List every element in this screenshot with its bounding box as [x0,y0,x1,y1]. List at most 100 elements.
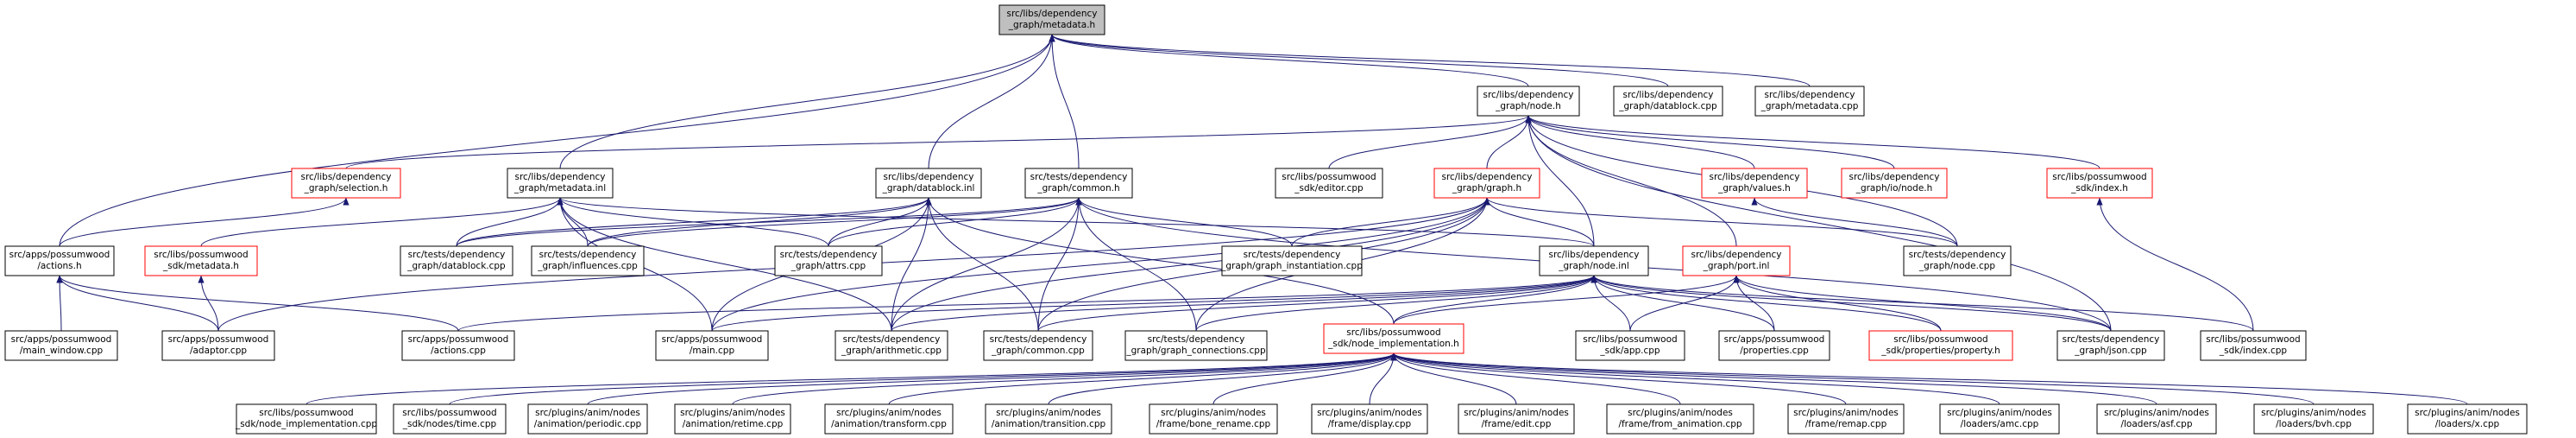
node-box [1682,245,1791,276]
node-box [393,403,507,435]
graph-node-node-h[interactable]: src/libs/dependency_graph/node.h [1477,86,1580,117]
graph-node-metadata-h[interactable]: src/libs/dependency_graph/metadata.h [998,4,1105,35]
graph-node-datablock-cpp-lib[interactable]: src/libs/dependency_graph/datablock.cpp [1613,86,1723,117]
node-label-line-2: /loaders/x.cpp [2435,419,2500,429]
edge-sdk_app_cpp-to-port_inl [1629,275,1740,332]
graph-node-loaders-x-cpp[interactable]: src/plugins/anim/nodes/loaders/x.cpp [2407,403,2528,435]
node-box [1539,245,1649,276]
graph-node-sdk-index-h[interactable]: src/libs/possumwood_sdk/index.h [2046,168,2153,199]
graph-node-tests-common-h[interactable]: src/tests/dependency_graph/common.h [1024,168,1133,199]
node-label-line-2: _graph/common.h [1036,183,1119,194]
node-label-line-1: src/tests/dependency [990,334,1087,345]
graph-node-loaders-amc-cpp[interactable]: src/plugins/anim/nodes/loaders/amc.cpp [1939,403,2060,435]
edge-t_influences_cpp-to-metadata_inl [557,197,589,247]
node-box [674,403,791,435]
nodes-layer: src/libs/dependency_graph/metadata.h src/… [4,4,2528,435]
graph-node-datablock-inl[interactable]: src/libs/dependency_graph/datablock.inl [875,168,982,199]
graph-node-t-graph-connections-cpp[interactable]: src/tests/dependency_graph/graph_connect… [1124,330,1268,361]
graph-node-frame-bone-rename-cpp[interactable]: src/plugins/anim/nodes/frame/bone_rename… [1149,403,1278,435]
graph-node-t-graph-instantiation-cpp[interactable]: src/tests/dependency_graph/graph_instant… [1220,245,1363,276]
edge-loaders_asf_cpp-to-node_implementation_h [1390,352,2157,405]
node-label-line-2: /adaptor.cpp [190,346,247,356]
node-label-line-1: src/tests/dependency [1148,334,1245,345]
graph-node-t-attrs-cpp[interactable]: src/tests/dependency_graph/attrs.cpp [774,245,883,276]
graph-node-frame-from-animation-cpp[interactable]: src/plugins/anim/nodes/frame/from_animat… [1606,403,1754,435]
graph-node-main-cpp[interactable]: src/apps/possumwood/main.cpp [655,330,769,361]
edge-graph_h-to-node_h [1486,115,1532,169]
node-box [655,330,769,361]
graph-node-t-influences-cpp[interactable]: src/tests/dependency_graph/influences.cp… [531,245,645,276]
graph-node-properties-cpp[interactable]: src/apps/possumwood/properties.cpp [1718,330,1830,361]
node-label-line-2: /animation/transition.cpp [992,419,1106,429]
node-label-line-1: src/plugins/anim/nodes [1317,408,1422,418]
node-box [144,245,258,276]
node-label-line-1: src/libs/dependency [1441,172,1532,182]
edge-sdk_index_cpp-to-sdk_index_h [2096,197,2254,332]
edge-port_inl-to-node_h [1525,115,1737,247]
graph-node-metadata-inl[interactable]: src/libs/dependency_graph/metadata.inl [507,168,614,199]
graph-node-t-arithmetic-cpp[interactable]: src/tests/dependency_graph/arithmetic.cp… [835,330,948,361]
graph-node-graph-h[interactable]: src/libs/dependency_graph/graph.h [1433,168,1540,199]
graph-node-t-json-cpp[interactable]: src/tests/dependency_graph/json.cpp [2056,330,2165,361]
edge-metadata_cpp_lib-to-metadata_h [1049,34,1811,87]
graph-node-selection-h[interactable]: src/libs/dependency_graph/selection.h [291,168,401,199]
graph-node-frame-display-cpp[interactable]: src/plugins/anim/nodes/frame/display.cpp [1311,403,1428,435]
node-label-line-2: _sdk/properties/property.h [1880,346,2000,356]
graph-node-anim-transition-cpp[interactable]: src/plugins/anim/nodes/animation/transit… [985,403,1112,435]
edge-t_json_cpp-to-port_inl [1733,275,2112,332]
edge-t_arithmetic_cpp-to-datablock_inl [891,197,932,332]
graph-node-t-node-cpp[interactable]: src/tests/dependency_graph/node.cpp [1903,245,2012,276]
graph-node-anim-transform-cpp[interactable]: src/plugins/anim/nodes/animation/transfo… [824,403,954,435]
node-box [1221,245,1363,276]
graph-node-sdk-app-cpp[interactable]: src/libs/possumwood_sdk/app.cpp [1575,330,1685,361]
graph-node-port-inl[interactable]: src/libs/dependency_graph/port.inl [1682,245,1791,276]
graph-node-main-window-cpp[interactable]: src/apps/possumwood/main_window.cpp [4,330,118,361]
node-label-line-2: /animation/transform.cpp [831,419,947,429]
node-label-line-1: src/libs/dependency [1849,172,1939,182]
graph-node-frame-remap-cpp[interactable]: src/plugins/anim/nodes/frame/remap.cpp [1787,403,1905,435]
node-label-line-2: /loaders/amc.cpp [1961,419,2039,429]
graph-node-adaptor-cpp[interactable]: src/apps/possumwood/adaptor.cpp [161,330,275,361]
graph-node-sdk-index-cpp[interactable]: src/libs/possumwood_sdk/index.cpp [2200,330,2307,361]
graph-node-t-common-cpp[interactable]: src/tests/dependency_graph/common.cpp [983,330,1093,361]
graph-node-io-node-h[interactable]: src/libs/dependency_graph/io/node.h [1841,168,1948,199]
graph-node-node-implementation-cpp[interactable]: src/libs/possumwood_sdk/node_implementat… [235,403,377,435]
node-label-line-1: src/tests/dependency [843,334,941,345]
graph-node-actions-h[interactable]: src/apps/possumwood/actions.h [4,245,115,276]
node-label-line-2: /frame/display.cpp [1328,419,1412,429]
edge-node_inl-to-graph_h [1483,197,1595,247]
node-box [1606,403,1754,435]
graph-node-node-inl[interactable]: src/libs/dependency_graph/node.inl [1539,245,1649,276]
edge-t_datablock_cpp-to-tests_common_h [456,197,1082,247]
node-label-line-2: _graph/node.h [1495,101,1561,111]
graph-node-metadata-cpp-lib[interactable]: src/libs/dependency_graph/metadata.cpp [1754,86,1865,117]
node-box [161,330,275,361]
edge-sdk_index_h-to-node_h [1525,115,2100,169]
graph-node-values-h[interactable]: src/libs/dependency_graph/values.h [1701,168,1808,199]
node-label-line-2: _graph/datablock.cpp [1618,101,1717,111]
node-label-line-1: src/libs/possumwood [402,408,496,418]
node-label-line-2: /animation/retime.cpp [683,419,784,429]
edge-t_common_cpp-to-node_inl [1037,275,1597,332]
graph-node-frame-edit-cpp[interactable]: src/plugins/anim/nodes/frame/edit.cpp [1458,403,1575,435]
graph-node-property-h[interactable]: src/libs/possumwood_sdk/properties/prope… [1868,330,2013,361]
node-label-line-1: src/plugins/anim/nodes [1947,408,2052,418]
graph-node-t-datablock-cpp[interactable]: src/tests/dependency_graph/datablock.cpp [400,245,513,276]
node-label-line-1: src/tests/dependency [780,250,878,260]
graph-node-nodes-time-cpp[interactable]: src/libs/possumwood_sdk/nodes/time.cpp [393,403,507,435]
node-label-line-2: _sdk/node_implementation.h [1327,339,1459,349]
graph-node-actions-cpp[interactable]: src/apps/possumwood/actions.cpp [401,330,515,361]
graph-node-sdk-metadata-h[interactable]: src/libs/possumwood_sdk/metadata.h [144,245,258,276]
graph-node-editor-cpp[interactable]: src/libs/possumwood_sdk/editor.cpp [1275,168,1383,199]
edge-anim_transform_cpp-to-node_implementation_h [888,352,1397,405]
graph-node-node-implementation-h[interactable]: src/libs/possumwood_sdk/node_implementat… [1323,323,1464,354]
graph-node-anim-retime-cpp[interactable]: src/plugins/anim/nodes/animation/retime.… [674,403,791,435]
graph-node-loaders-bvh-cpp[interactable]: src/plugins/anim/nodes/loaders/bvh.cpp [2253,403,2374,435]
graph-node-loaders-asf-cpp[interactable]: src/plugins/anim/nodes/loaders/asf.cpp [2096,403,2217,435]
node-box [1903,245,2012,276]
node-label-line-2: _sdk/app.cpp [1599,346,1660,356]
node-label-line-1: src/libs/possumwood [1282,172,1376,182]
edge-property_h-to-node_inl [1590,275,1942,332]
node-label-line-1: src/apps/possumwood [662,334,763,345]
graph-node-anim-periodic-cpp[interactable]: src/plugins/anim/nodes/animation/periodi… [527,403,648,435]
